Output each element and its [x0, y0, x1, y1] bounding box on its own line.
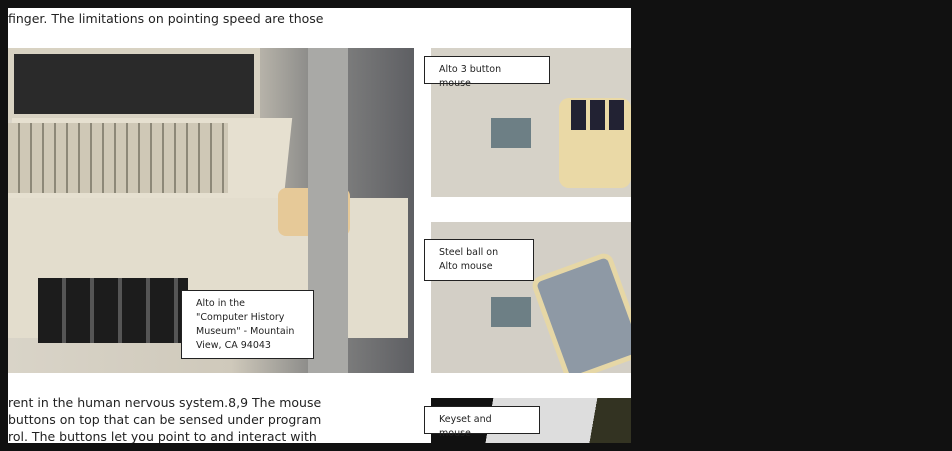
- article-text-line: rent in the human nervous system.8,9 The…: [8, 395, 322, 410]
- mouse-buttons: [571, 100, 625, 130]
- column: [308, 48, 348, 373]
- keyboard: [8, 123, 228, 193]
- keyset: [38, 278, 188, 343]
- caption-keyset: Keyset and mouse: [424, 406, 540, 439]
- connector: [491, 118, 531, 148]
- article-text-line: buttons on top that can be sensed under …: [8, 412, 322, 427]
- article-text-top: finger. The limitations on pointing spee…: [8, 11, 324, 26]
- monitor: [8, 48, 260, 120]
- caption-steel-ball: Steel ball on Alto mouse: [424, 239, 534, 281]
- article-text-line: rol. The buttons let you point to and in…: [8, 429, 317, 443]
- caption-mouse: Alto 3 button mouse: [424, 56, 550, 89]
- caption-alto: Alto in the "Computer History Museum" - …: [181, 290, 314, 359]
- mouse-underside: [529, 250, 631, 373]
- article-page: finger. The limitations on pointing spee…: [8, 8, 631, 443]
- alto-computer-photo: [8, 48, 414, 373]
- connector: [491, 297, 531, 327]
